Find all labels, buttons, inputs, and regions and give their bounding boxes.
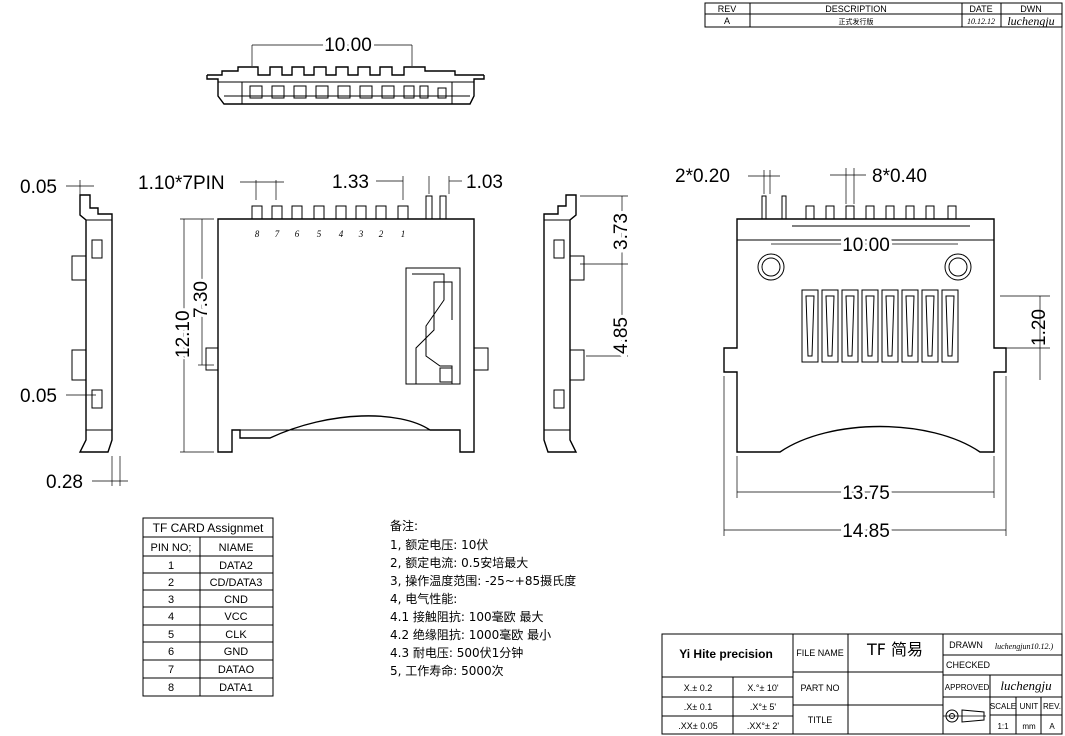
dim-top-width: 10.00 <box>324 35 372 56</box>
dim-total-height: 12.10 <box>173 310 194 358</box>
top-view: 10.00 <box>206 32 485 105</box>
date-header: DATE <box>969 4 992 14</box>
pin-table-cell: 2 <box>168 577 174 589</box>
notes-title: 备注: <box>390 518 418 533</box>
pin-label: 5 <box>317 229 322 239</box>
note-line: 2, 额定电流: 0.5安培最大 <box>390 555 528 570</box>
pin-table-cell: CD/DATA3 <box>210 577 263 589</box>
rev-value: A <box>724 16 730 26</box>
pin-label: 2 <box>379 229 384 239</box>
tolerance: .X°± 5' <box>750 702 777 712</box>
dim-pin-pitch: 1.10*7PIN <box>138 173 225 194</box>
file-name-label: FILE NAME <box>796 648 844 658</box>
front-view: 8 7 6 5 4 3 2 1 1.10*7PIN 1.33 1.03 <box>138 172 503 453</box>
note-line: 3, 操作温度范围: -25~+85摄氏度 <box>390 573 576 588</box>
tolerance: .XX°± 2' <box>747 721 780 731</box>
description-header: DESCRIPTION <box>825 4 887 14</box>
dim-right-top: 3.73 <box>611 213 632 250</box>
dwn-header: DWN <box>1020 4 1042 14</box>
rev-header: REV <box>718 4 737 14</box>
dim-bump: 1.20 <box>1029 309 1050 346</box>
tolerance: X.± 0.2 <box>684 683 712 693</box>
pin-label: 8 <box>255 229 260 239</box>
pin-table-cell: 5 <box>168 629 174 641</box>
projection-symbol-icon <box>943 709 986 723</box>
dim-two-small: 2*0.20 <box>675 166 730 187</box>
bottom-pins <box>761 195 957 219</box>
note-line: 4.1 接触阻抗: 100毫欧 最大 <box>390 609 543 624</box>
scale-value: 1:1 <box>997 722 1009 731</box>
part-no-label: PART NO <box>800 683 839 693</box>
dim-side-mid: 0.05 <box>20 386 57 407</box>
title-label: TITLE <box>808 715 833 725</box>
pin-table-cell: DATA2 <box>219 560 253 572</box>
right-side-view: 3.73 4.85 <box>543 194 635 453</box>
dim-gap-b: 1.03 <box>466 172 503 193</box>
pin-table-header-name: NIAME <box>219 542 254 554</box>
dim-side-bottom: 0.28 <box>46 472 83 493</box>
pin-assignment-table: TF CARD Assignmet PIN NO; NIAME 1 DATA2 … <box>142 517 274 697</box>
company-name: Yi Hite precision <box>679 647 773 661</box>
note-line: 1, 额定电压: 10伏 <box>390 537 488 552</box>
note-line: 4.3 耐电压: 500伏1分钟 <box>390 645 523 660</box>
front-pins <box>251 195 447 219</box>
pin-table-cell: 4 <box>168 611 174 623</box>
rev-label: REV. <box>1043 702 1061 711</box>
approved-value: luchengju <box>1000 678 1052 693</box>
pin-table-cell: 3 <box>168 594 174 606</box>
pin-table-cell: 7 <box>168 664 174 676</box>
pin-table-cell: CND <box>224 594 248 606</box>
pin-label: 3 <box>358 229 364 239</box>
dim-inner-width: 13.75 <box>842 483 890 504</box>
tolerance: .X± 0.1 <box>684 702 712 712</box>
dim-holes: 10.00 <box>842 235 890 256</box>
bottom-view: 2*0.20 8*0.40 10.00 1.20 13.75 14.85 <box>675 166 1050 545</box>
note-line: 4.2 绝缘阻抗: 1000毫欧 最小 <box>390 627 551 642</box>
pin-table-header-pin: PIN NO; <box>151 542 192 554</box>
contact-slots <box>801 289 959 363</box>
dim-eight-small: 8*0.40 <box>872 166 927 187</box>
revision-table: REV DESCRIPTION DATE DWN A 正式发行版 10.12.1… <box>704 2 1063 28</box>
unit-label: UNIT <box>1020 702 1039 711</box>
dim-outer-width: 14.85 <box>842 521 890 542</box>
tolerance: .XX± 0.05 <box>678 721 717 731</box>
pin-table-cell: VCC <box>224 611 247 623</box>
left-side-view: 0.05 0.05 0.28 <box>20 177 128 493</box>
tolerance: X.°± 10' <box>747 683 779 693</box>
note-line: 5, 工作寿命: 5000次 <box>390 663 504 678</box>
description-value: 正式发行版 <box>839 17 874 26</box>
note-line: 4, 电气性能: <box>390 591 457 606</box>
dim-side-top: 0.05 <box>20 177 57 198</box>
file-name-value: TF 简易 <box>866 640 923 659</box>
dim-right-mid: 4.85 <box>611 317 632 354</box>
checked-label: CHECKED <box>946 660 991 670</box>
pin-label: 4 <box>339 229 344 239</box>
drawn-value: luchengjun10.12.) <box>995 642 1054 651</box>
pin-number-labels: 8 7 6 5 4 3 2 1 <box>255 229 406 239</box>
scale-label: SCALE <box>990 702 1016 711</box>
dwn-value: luchengju <box>1007 14 1054 28</box>
rev-value: A <box>1049 722 1055 731</box>
title-block: Yi Hite precision X.± 0.2 X.°± 10' .X± 0… <box>661 633 1063 735</box>
pin-table-cell: 1 <box>168 560 174 572</box>
pin-table-cell: CLK <box>225 629 247 641</box>
pin-table-cell: 8 <box>168 682 174 694</box>
approved-label: APPROVED <box>945 683 990 692</box>
pin-table-cell: 6 <box>168 646 174 658</box>
dim-front-height: 7.30 <box>191 281 212 318</box>
unit-value: mm <box>1022 722 1036 731</box>
pin-label: 1 <box>401 229 406 239</box>
dim-gap-a: 1.33 <box>332 172 369 193</box>
pin-table-cell: DATAO <box>218 664 255 676</box>
pin-table-title: TF CARD Assignmet <box>153 521 264 535</box>
pin-table-cell: DATA1 <box>219 682 253 694</box>
drawn-label: DRAWN <box>949 640 983 650</box>
pin-table-cell: GND <box>224 646 249 658</box>
notes: 备注: 1, 额定电压: 10伏 2, 额定电流: 0.5安培最大 3, 操作温… <box>390 518 576 678</box>
pin-label: 7 <box>275 229 280 239</box>
card-detect-switch <box>405 267 461 385</box>
date-value: 10.12.12 <box>967 17 995 26</box>
pin-label: 6 <box>295 229 300 239</box>
